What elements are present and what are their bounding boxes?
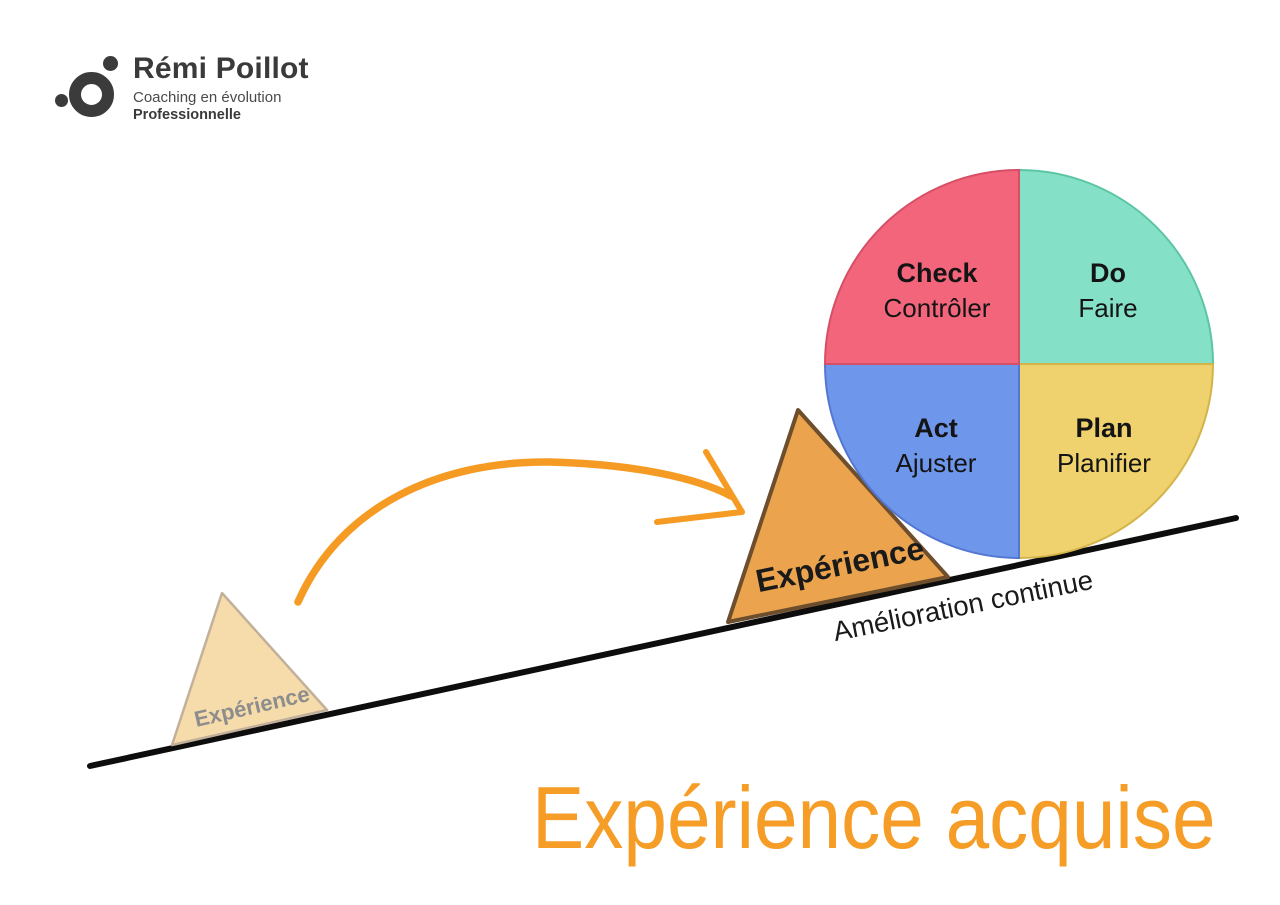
big-experience-triangle	[726, 408, 950, 624]
curved-arrow-icon	[294, 458, 735, 606]
pdca-label-do-fr: Faire	[1078, 293, 1138, 323]
pdca-quadrant-plan	[1018, 363, 1215, 560]
pdca-label-check: Check Contrôler	[884, 256, 991, 326]
logo-tagline: Coaching en évolution	[133, 89, 282, 106]
page-title: Expérience acquise	[532, 768, 1216, 867]
pdca-quadrant-do	[1018, 168, 1215, 365]
logo-dot-icon	[103, 56, 118, 71]
pdca-label-check-fr: Contrôler	[883, 293, 991, 323]
pdca-label-plan: Plan Planifier	[1057, 411, 1151, 481]
curved-arrow-head-icon	[654, 449, 745, 525]
pdca-label-check-en: Check	[896, 258, 978, 288]
pdca-label-act-fr: Ajuster	[895, 448, 977, 478]
small-experience-triangle	[170, 591, 329, 747]
logo-text: Rémi Poillot Coaching en évolution Profe…	[133, 52, 309, 124]
pdca-label-plan-en: Plan	[1075, 413, 1133, 443]
pdca-quadrant-act	[823, 363, 1020, 560]
pdca-label-act-en: Act	[914, 413, 958, 443]
pdca-wheel	[823, 168, 1215, 560]
logo-name: Rémi Poillot	[133, 52, 309, 85]
pdca-label-do-en: Do	[1090, 258, 1126, 288]
logo-dot-icon	[55, 94, 68, 107]
slope-line	[87, 515, 1239, 769]
pdca-label-act: Act Ajuster	[896, 411, 977, 481]
pdca-quadrant-check	[823, 168, 1020, 365]
pdca-label-plan-fr: Planifier	[1057, 448, 1151, 478]
logo-tagline-2: Professionnelle	[133, 107, 241, 123]
pdca-label-do: Do Faire	[1078, 256, 1137, 326]
